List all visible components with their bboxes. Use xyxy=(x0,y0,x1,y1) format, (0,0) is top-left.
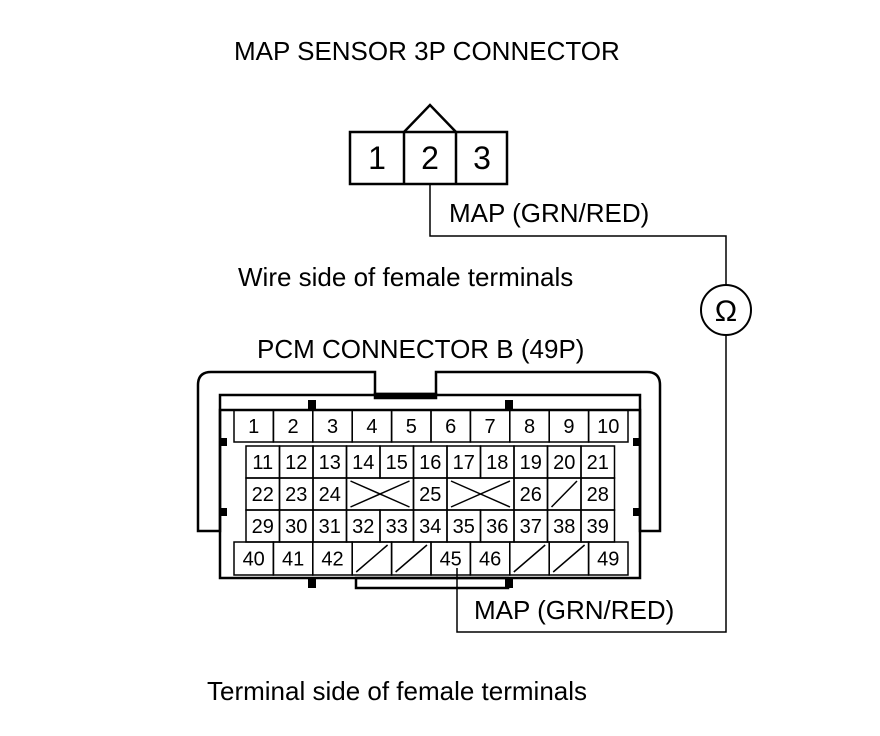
ohm-icon: Ω xyxy=(715,295,737,328)
pcm-terminal-label: 21 xyxy=(587,452,609,474)
ohmmeter-circle xyxy=(700,284,752,336)
pcm-terminal-label: 45 xyxy=(440,549,462,571)
pcm-terminal-label: 33 xyxy=(386,516,408,538)
pcm-cavity-10 xyxy=(587,409,629,443)
pcm-terminal-label: 26 xyxy=(520,484,542,506)
pcm-terminal-label: 19 xyxy=(520,452,542,474)
pcm-terminal-label: 13 xyxy=(319,452,341,474)
pcm-terminal-label: 20 xyxy=(553,452,575,474)
pcm-unused-mark xyxy=(450,480,511,508)
pcm-terminal-label: 7 xyxy=(485,416,496,438)
ohmmeter: Ω xyxy=(700,284,752,336)
pcm-terminal-label: 24 xyxy=(319,484,341,506)
pcm-terminal-label: 5 xyxy=(406,416,417,438)
pcm-unused-mark xyxy=(395,544,428,573)
map-sensor-title: MAP SENSOR 3P CONNECTOR xyxy=(234,36,620,66)
pcm-wire-label: MAP (GRN/RED) xyxy=(474,595,675,625)
pcm-unused-cavity xyxy=(548,541,590,576)
upper-wire xyxy=(429,184,727,285)
map-terminal-2: 2 xyxy=(421,140,439,176)
pcm-terminal-label: 30 xyxy=(285,516,307,538)
pcm-terminal-label: 39 xyxy=(587,516,609,538)
lower-wire xyxy=(456,335,727,633)
pcm-unused-mark xyxy=(513,544,546,573)
pcm-terminal-label: 22 xyxy=(252,484,274,506)
pcm-terminal-label: 11 xyxy=(252,452,273,474)
pcm-unused-mark xyxy=(550,480,578,508)
pcm-terminal-label: 40 xyxy=(243,549,265,571)
pcm-terminal-label: 42 xyxy=(321,549,343,571)
pcm-terminal-label: 14 xyxy=(352,452,374,474)
pcm-terminal-label: 29 xyxy=(252,516,274,538)
pcm-terminal-label: 49 xyxy=(597,549,619,571)
housing-pins xyxy=(221,400,639,588)
map-sensor-wire-label: MAP (GRN/RED) xyxy=(449,198,650,228)
pcm-terminal-label: 6 xyxy=(445,416,456,438)
pcm-terminal-label: 16 xyxy=(419,452,441,474)
housing-latch xyxy=(373,392,438,400)
pcm-terminal-label: 41 xyxy=(282,549,304,571)
pcm-terminal-label: 10 xyxy=(597,416,619,438)
pcm-terminal-label: 8 xyxy=(524,416,535,438)
pcm-terminal-label: 15 xyxy=(386,452,408,474)
pcm-connector-title: PCM CONNECTOR B (49P) xyxy=(257,334,585,364)
pcm-terminal-label: 46 xyxy=(479,549,501,571)
pcm-terminal-label: 23 xyxy=(285,484,307,506)
pcm-terminal-label: 28 xyxy=(587,484,609,506)
pcm-connector-housing xyxy=(196,370,662,590)
pcm-unused-cavity xyxy=(390,541,432,576)
map-sensor-view-label: Wire side of female terminals xyxy=(238,262,574,292)
pcm-terminal-label: 36 xyxy=(486,516,508,538)
pcm-terminal-label: 32 xyxy=(352,516,374,538)
pcm-terminal-label: 17 xyxy=(453,452,475,474)
connector-key xyxy=(403,103,457,133)
pcm-terminal-label: 12 xyxy=(285,452,307,474)
housing-outer xyxy=(196,370,662,533)
pcm-terminal-label: 31 xyxy=(319,516,341,538)
map-terminal-3: 3 xyxy=(473,140,491,176)
pcm-terminal-label: 2 xyxy=(288,416,299,438)
pcm-terminal-label: 4 xyxy=(366,416,377,438)
pcm-terminal-label: 34 xyxy=(419,516,441,538)
pcm-terminal-label: 1 xyxy=(248,416,259,438)
pcm-unused-mark xyxy=(350,480,410,508)
map-sensor-body xyxy=(348,130,509,186)
map-sensor-connector xyxy=(348,103,509,186)
pcm-terminal-label: 38 xyxy=(553,516,575,538)
test-wires xyxy=(429,184,727,633)
housing-bottom-lip xyxy=(354,576,510,590)
pcm-terminal-label: 3 xyxy=(327,416,338,438)
pcm-terminal-label: 9 xyxy=(563,416,574,438)
pcm-unused-mark xyxy=(355,544,389,573)
pcm-unused-mark xyxy=(552,544,586,573)
pcm-view-label: Terminal side of female terminals xyxy=(207,676,588,706)
map-terminal-1: 1 xyxy=(368,140,386,176)
pcm-terminal-label: 35 xyxy=(453,516,475,538)
pcm-terminal-label: 25 xyxy=(419,484,441,506)
pcm-terminal-label: 18 xyxy=(486,452,508,474)
pcm-terminal-label: 37 xyxy=(520,516,542,538)
